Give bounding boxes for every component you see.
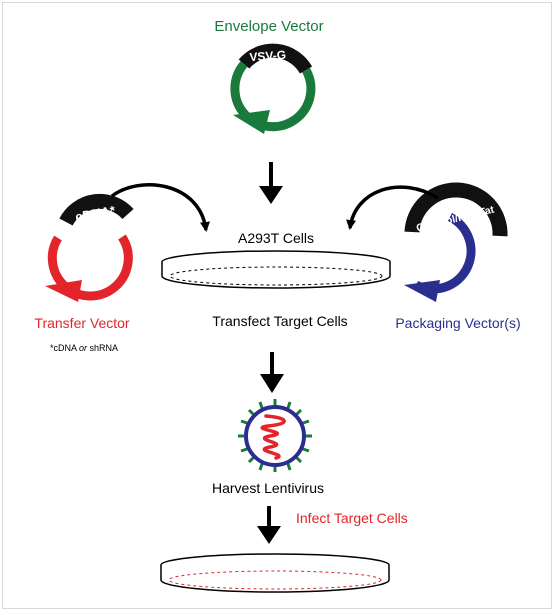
petri-dish-cells	[161, 250, 391, 289]
infect-target-cells-label: Infect Target Cells	[296, 510, 408, 526]
envelope-vector-title: Envelope Vector	[214, 18, 323, 35]
packaging-to-cells-arrow	[346, 185, 439, 230]
packaging-vector-title: Packaging Vector(s)	[395, 315, 520, 331]
lentivirus-icon	[238, 399, 312, 472]
down-arrow-1	[259, 162, 283, 204]
transfer-plasmid-icon	[45, 194, 134, 302]
transfer-tag-label: cDNA*	[74, 203, 117, 225]
harvest-lentivirus-label: Harvest Lentivirus	[212, 480, 324, 496]
transfer-to-cells-arrow	[110, 183, 210, 232]
down-arrow-2	[260, 352, 284, 393]
transfect-step-label: Transfect Target Cells	[212, 313, 347, 329]
footnote-prefix: *cDNA	[50, 343, 79, 353]
envelope-plasmid-icon	[230, 43, 316, 134]
transfer-vector-title: Transfer Vector	[34, 315, 130, 331]
envelope-tag-label: VSV-G	[249, 48, 287, 65]
footnote-suffix: shRNA	[87, 343, 118, 353]
petri-dish-infected	[160, 553, 390, 593]
footnote-italic: or	[79, 343, 88, 353]
down-arrow-3	[257, 506, 281, 544]
diagram-frame	[2, 2, 552, 609]
transfer-footnote: *cDNA or shRNA	[50, 343, 118, 353]
cells-label: A293T Cells	[238, 230, 314, 246]
packaging-plasmid-icon	[404, 182, 508, 302]
